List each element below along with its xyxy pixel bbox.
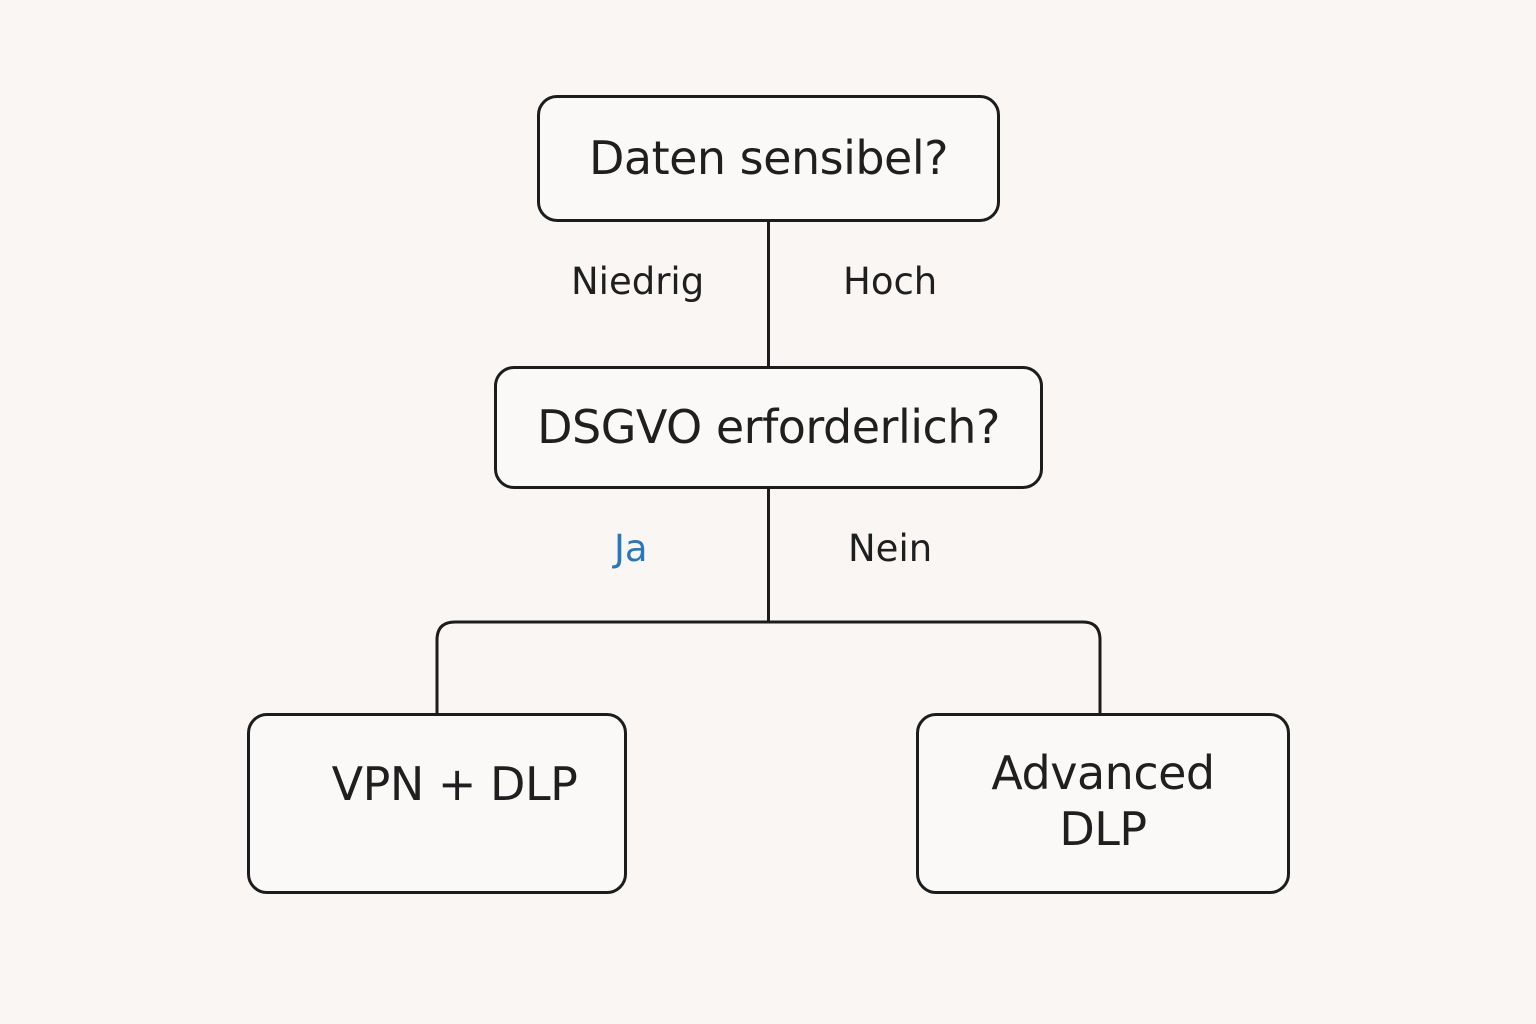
edge-label-ja: Ja xyxy=(614,527,648,570)
result-node-advanced-dlp-label: Advanced DLP xyxy=(991,745,1215,856)
decision-node-sensitive-data: Daten sensibel? xyxy=(537,95,1000,222)
edge-label-niedrig: Niedrig xyxy=(571,260,705,303)
result-node-advanced-dlp: Advanced DLP xyxy=(916,713,1290,894)
result-node-vpn-dlp: VPN + DLP xyxy=(247,713,627,894)
connector-branch-right xyxy=(768,620,1102,713)
connector-branch-left xyxy=(435,620,769,713)
edge-label-nein: Nein xyxy=(848,527,933,570)
decision-node-gdpr-required-label: DSGVO erforderlich? xyxy=(537,400,1000,455)
result-node-vpn-dlp-label: VPN + DLP xyxy=(331,757,578,811)
decision-node-sensitive-data-label: Daten sensibel? xyxy=(588,131,949,186)
edge-label-hoch: Hoch xyxy=(843,260,938,303)
decision-node-gdpr-required: DSGVO erforderlich? xyxy=(494,366,1043,489)
